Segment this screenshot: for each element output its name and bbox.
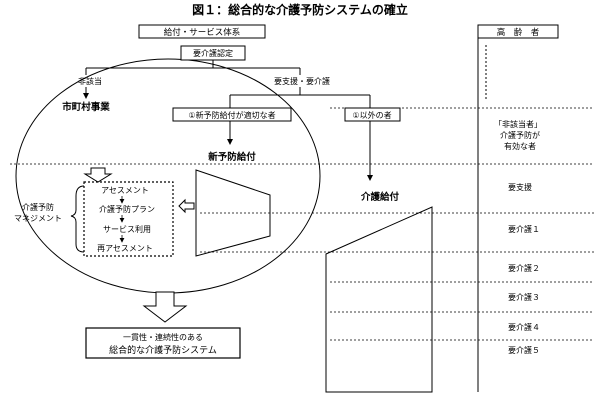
not-applicable-label: 非該当 bbox=[78, 76, 102, 86]
step-assessment: アセスメント bbox=[101, 186, 149, 195]
level-support: 要支援 bbox=[508, 182, 532, 192]
step-plan: 介護予防プラン bbox=[99, 204, 155, 214]
step-reassessment: 再アセスメント bbox=[97, 244, 153, 253]
level-care-5: 要介護５ bbox=[508, 345, 540, 355]
hollow-left-arrow bbox=[178, 198, 195, 214]
level-care-4: 要介護４ bbox=[508, 322, 540, 332]
figure-title: 図１：総合的な介護予防システムの確立 bbox=[192, 2, 408, 17]
branch2-label: ①以外の者 bbox=[352, 110, 391, 120]
header-left-label: 給付・サービス体系 bbox=[164, 27, 241, 38]
result-line2: 総合的な介護予防システム bbox=[109, 344, 217, 356]
header-right-label: 高 齢 者 bbox=[497, 27, 540, 38]
municipal-label: 市町村事業 bbox=[62, 101, 110, 113]
non-applicable-line1: 「非該当者」 bbox=[494, 119, 542, 129]
step-service: サービス利用 bbox=[103, 224, 151, 234]
non-applicable-line3: 有効な者 bbox=[504, 141, 536, 151]
certification-label: 要介護認定 bbox=[193, 48, 233, 58]
care-benefit-label: 介護給付 bbox=[360, 191, 400, 203]
header-right-box bbox=[477, 24, 559, 39]
branch1-box bbox=[172, 107, 292, 122]
management-box bbox=[83, 181, 174, 257]
support-care-label: 要支援・要介護 bbox=[274, 76, 330, 86]
municipal-ellipse bbox=[15, 58, 321, 294]
hollow-down-arrow-small bbox=[83, 167, 113, 183]
level-care-2: 要介護２ bbox=[508, 263, 540, 273]
management-label-2: マネジメント bbox=[14, 214, 62, 223]
new-prevention-label: 新予防給付 bbox=[208, 151, 256, 163]
branch1-label: ①新予防給付が適切な者 bbox=[188, 110, 275, 120]
branch2-box bbox=[344, 107, 401, 122]
level-care-1: 要介護１ bbox=[508, 224, 540, 234]
result-line1: 一貫性・連続性のある bbox=[123, 332, 203, 342]
management-brace bbox=[70, 185, 85, 253]
hollow-down-arrow-large bbox=[142, 291, 188, 323]
non-applicable-line2: 介護予防が bbox=[500, 130, 540, 140]
management-label-1: 介護予防 bbox=[22, 202, 54, 212]
level-care-3: 要介護３ bbox=[508, 292, 540, 302]
header-left-box bbox=[138, 24, 266, 39]
care-benefit-shape bbox=[325, 206, 433, 393]
result-box bbox=[85, 327, 241, 359]
